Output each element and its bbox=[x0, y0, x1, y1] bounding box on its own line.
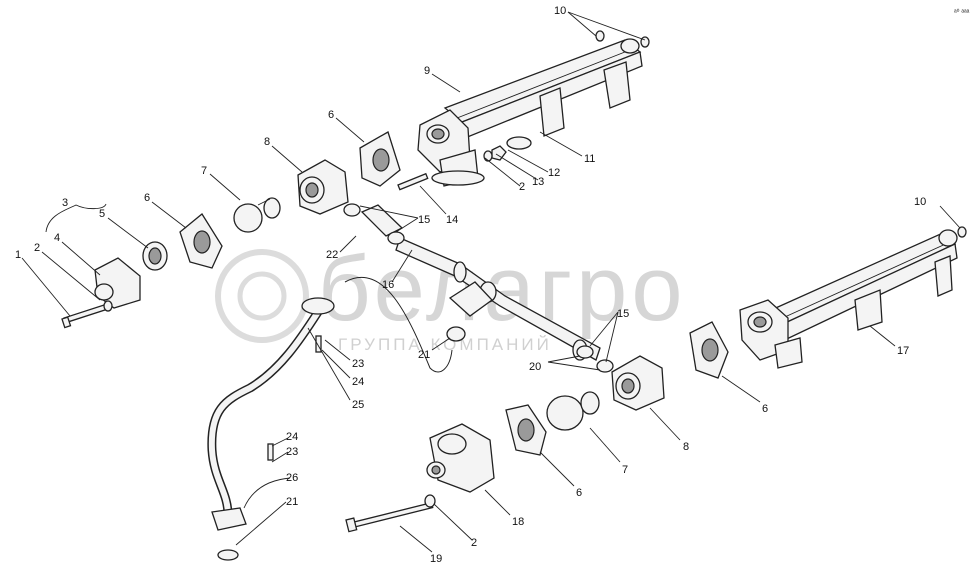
callout-6: 6 bbox=[328, 109, 334, 121]
nut bbox=[491, 145, 507, 161]
washer-left bbox=[103, 300, 113, 312]
callout-11: 11 bbox=[584, 153, 595, 165]
clamp-lower-a bbox=[576, 345, 594, 359]
watermark-logo-inner bbox=[237, 271, 287, 321]
callout-22: 22 bbox=[326, 249, 338, 261]
callout-18: 18 bbox=[512, 516, 524, 528]
callout-9: 9 bbox=[424, 65, 430, 77]
thermostat-housing-lower bbox=[611, 355, 665, 411]
drain-pipe bbox=[207, 297, 335, 561]
callout-4: 4 bbox=[54, 232, 60, 244]
lower-manifold bbox=[739, 226, 967, 369]
callout-5: 5 bbox=[99, 208, 105, 220]
small-bolt-upper bbox=[315, 335, 322, 353]
callout-2: 2 bbox=[519, 181, 525, 193]
callout-10: 10 bbox=[914, 196, 926, 208]
callout-20: 20 bbox=[529, 361, 541, 373]
bolt-left bbox=[61, 303, 109, 329]
watermark-brand: белагро bbox=[318, 238, 687, 340]
callout-15: 15 bbox=[418, 214, 430, 226]
watermark: белагро ГРУППА КОМПАНИЙ bbox=[215, 238, 687, 354]
o-ring bbox=[446, 326, 466, 342]
callout-8: 8 bbox=[683, 441, 689, 453]
callout-12: 12 bbox=[548, 167, 560, 179]
clamp-upper-b bbox=[387, 231, 405, 245]
callout-7: 7 bbox=[201, 165, 207, 177]
long-bolt bbox=[345, 501, 434, 533]
corner-mark: ᵃ⁰ ᵃᵃᵃ bbox=[954, 8, 970, 16]
callout-21: 21 bbox=[286, 496, 298, 508]
clamp-upper-a bbox=[343, 203, 361, 217]
lock-washer bbox=[483, 150, 493, 162]
small-bolt-lower bbox=[267, 443, 274, 461]
seal-ring bbox=[142, 241, 168, 271]
callout-26: 26 bbox=[286, 472, 298, 484]
thermostat-lower bbox=[546, 391, 600, 431]
callout-7: 7 bbox=[622, 464, 628, 476]
callout-17: 17 bbox=[897, 345, 909, 357]
elbow-left bbox=[94, 257, 141, 309]
callout-1: 1 bbox=[15, 249, 21, 261]
thermostat-upper bbox=[233, 197, 281, 233]
thermostat-housing-upper bbox=[297, 159, 349, 215]
callout-15: 15 bbox=[617, 308, 629, 320]
callout-6: 6 bbox=[576, 487, 582, 499]
vent-tube bbox=[344, 276, 453, 373]
watermark-logo-ring bbox=[215, 249, 309, 343]
callout-23: 23 bbox=[286, 446, 298, 458]
gasket-bottom bbox=[505, 404, 547, 456]
gasket-right bbox=[689, 321, 729, 379]
stud bbox=[397, 172, 429, 191]
leader-lines bbox=[21, 11, 961, 553]
callout-16: 16 bbox=[382, 279, 394, 291]
callout-8: 8 bbox=[264, 136, 270, 148]
gasket-left bbox=[179, 213, 223, 269]
callout-23: 23 bbox=[352, 358, 364, 370]
callout-14: 14 bbox=[446, 214, 458, 226]
callout-labels: 1 2 3 4 5 6 7 8 6 9 10 11 12 13 2 14 15 … bbox=[15, 5, 926, 565]
callout-21: 21 bbox=[418, 349, 430, 361]
callout-2: 2 bbox=[471, 537, 477, 549]
callout-2: 2 bbox=[34, 242, 40, 254]
callout-10: 10 bbox=[554, 5, 566, 17]
callout-6: 6 bbox=[762, 403, 768, 415]
callout-6: 6 bbox=[144, 192, 150, 204]
water-pump bbox=[426, 423, 495, 493]
callout-24: 24 bbox=[352, 376, 364, 388]
washer-bottom bbox=[424, 494, 436, 508]
gasket-upper bbox=[359, 131, 401, 187]
callout-19: 19 bbox=[430, 553, 442, 565]
callout-3: 3 bbox=[62, 197, 68, 209]
connecting-hose bbox=[395, 237, 601, 361]
callout-24: 24 bbox=[286, 431, 298, 443]
callout-25: 25 bbox=[352, 399, 364, 411]
clamp-lower-b bbox=[596, 359, 614, 373]
watermark-tagline: ГРУППА КОМПАНИЙ bbox=[338, 335, 552, 354]
callout-13: 13 bbox=[532, 176, 544, 188]
upper-manifold bbox=[417, 30, 650, 187]
